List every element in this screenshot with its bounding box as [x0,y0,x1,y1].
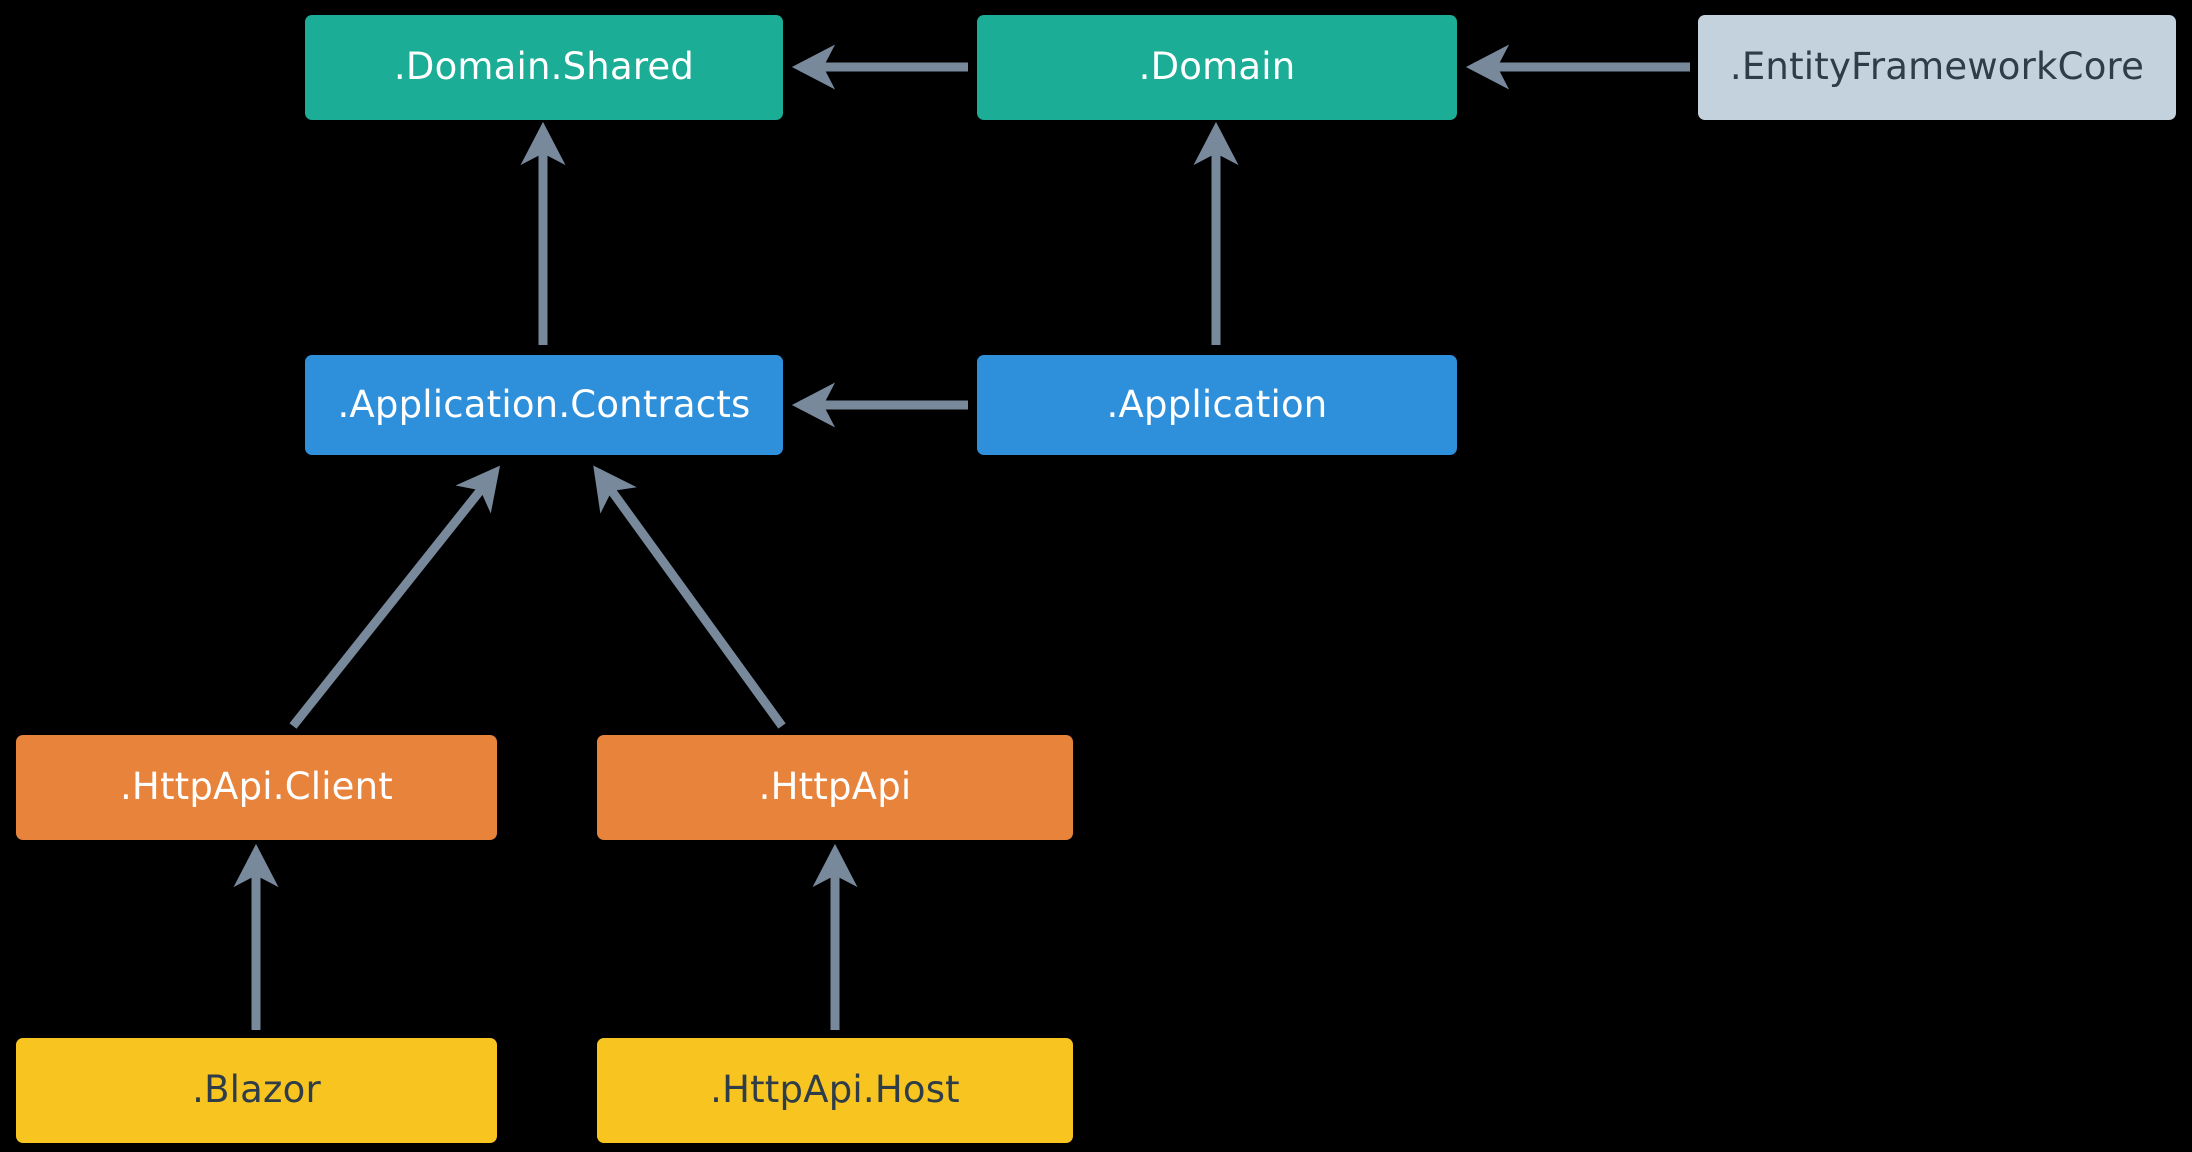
node-label-application: .Application [1106,382,1328,426]
node-application[interactable]: .Application [977,355,1457,455]
node-label-httpapi-client: .HttpApi.Client [119,765,394,809]
node-label-application-contracts: .Application.Contracts [337,382,751,426]
node-application-contracts[interactable]: .Application.Contracts [305,355,783,455]
dependency-arrows [233,44,1690,1030]
node-domain-shared[interactable]: .Domain.Shared [305,15,783,120]
node-label-httpapi-host: .HttpApi.Host [710,1068,960,1112]
arrow-httpapi-to-contracts [593,465,786,729]
node-httpapi-host[interactable]: .HttpApi.Host [597,1038,1073,1143]
node-label-blazor: .Blazor [192,1068,321,1112]
node-label-httpapi: .HttpApi [758,765,912,809]
arrow-httpapi-client-to-contracts [289,465,501,729]
node-label-domain: .Domain [1138,45,1296,89]
node-httpapi[interactable]: .HttpApi [597,735,1073,840]
node-blazor[interactable]: .Blazor [16,1038,497,1143]
node-label-domain-shared: .Domain.Shared [393,45,695,89]
node-label-entityframeworkcore: .EntityFrameworkCore [1729,45,2145,89]
node-httpapi-client[interactable]: .HttpApi.Client [16,735,497,840]
node-domain[interactable]: .Domain [977,15,1457,120]
node-entityframeworkcore[interactable]: .EntityFrameworkCore [1698,15,2176,120]
